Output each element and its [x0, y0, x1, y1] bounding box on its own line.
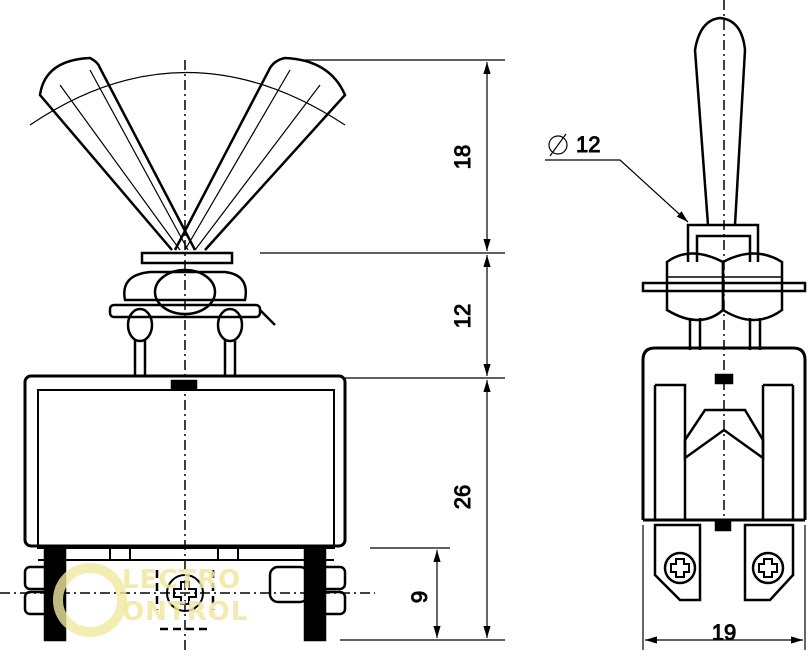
lever — [693, 16, 747, 226]
watermark-line1: LECTRO — [122, 565, 241, 595]
dim-12-height: 12 — [450, 304, 475, 328]
dim-diameter-12: 12 — [576, 132, 600, 157]
watermark-line2: ONTROL — [122, 597, 248, 627]
watermark-logo: LECTRO ONTROL — [53, 563, 248, 637]
diameter-icon — [548, 135, 568, 155]
ball-left — [665, 252, 725, 322]
lever-right-inner — [184, 69, 321, 251]
dim-26: 26 — [450, 485, 475, 509]
screw-icon-right — [751, 551, 785, 585]
bushing-nut — [123, 270, 248, 302]
ball-right — [721, 252, 784, 322]
dim-9: 9 — [407, 591, 432, 603]
lever-right-position — [173, 56, 347, 251]
screw-icon-left — [663, 551, 697, 585]
lever-left-position — [38, 56, 197, 251]
bushing-top — [140, 251, 234, 265]
dim-19: 19 — [712, 620, 736, 645]
swing-arc — [29, 72, 346, 126]
dimension-lines — [260, 59, 806, 650]
dim-18: 18 — [450, 145, 475, 169]
lever-left-inner — [59, 69, 189, 251]
terminals — [38, 547, 334, 561]
